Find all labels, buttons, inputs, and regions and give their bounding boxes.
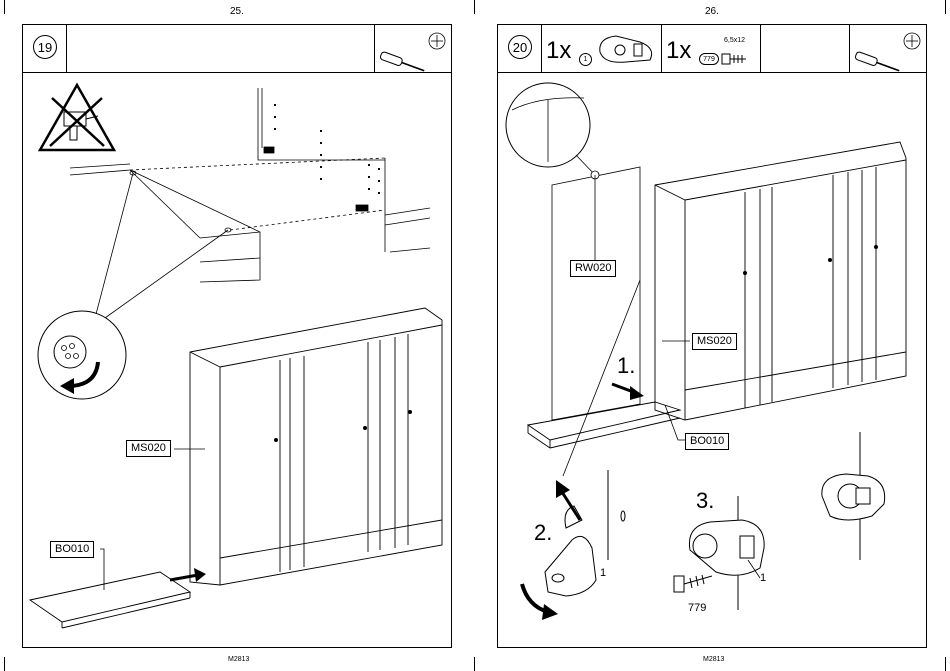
header-divider xyxy=(760,25,761,72)
back-panel-label: RW020 xyxy=(570,260,616,277)
insert-arrow xyxy=(170,568,206,582)
part-id-badge: 1 xyxy=(579,53,592,66)
hinge-markers xyxy=(274,410,412,442)
step-header: 20 1x 1 1x 779 6,5x12 xyxy=(498,25,926,73)
substep-number: 1. xyxy=(617,355,635,377)
header-divider xyxy=(541,25,542,72)
substep-number: 3. xyxy=(696,490,714,512)
tool-box xyxy=(849,25,928,72)
side-panel-label: MS020 xyxy=(126,440,171,457)
part-id-badge: 779 xyxy=(699,53,719,65)
step-number: 20 xyxy=(508,35,532,59)
bottom-panel xyxy=(30,572,190,628)
cam-lock-detail xyxy=(38,311,126,399)
screw-callout: 779 xyxy=(688,602,706,614)
bracket-callout: 1 xyxy=(760,572,766,584)
substep-number: 2. xyxy=(534,522,552,544)
no-power-drill-icon xyxy=(40,85,114,150)
wardrobe-carcass xyxy=(190,308,442,585)
bottom-panel-label: BO010 xyxy=(685,433,729,450)
part-quantity: 1x xyxy=(546,39,571,63)
bracket-callout: 1 xyxy=(600,567,606,579)
header-divider xyxy=(661,25,662,72)
screwdriver-icon xyxy=(850,25,928,72)
panel-detail xyxy=(70,88,430,282)
side-panel-label: MS020 xyxy=(692,333,737,350)
peg-holes xyxy=(274,104,380,194)
crosshead-icon xyxy=(904,33,920,49)
part-quantity: 1x xyxy=(666,39,691,63)
bottom-panel-label: BO010 xyxy=(50,541,94,558)
screw-size: 6,5x12 xyxy=(724,37,745,44)
